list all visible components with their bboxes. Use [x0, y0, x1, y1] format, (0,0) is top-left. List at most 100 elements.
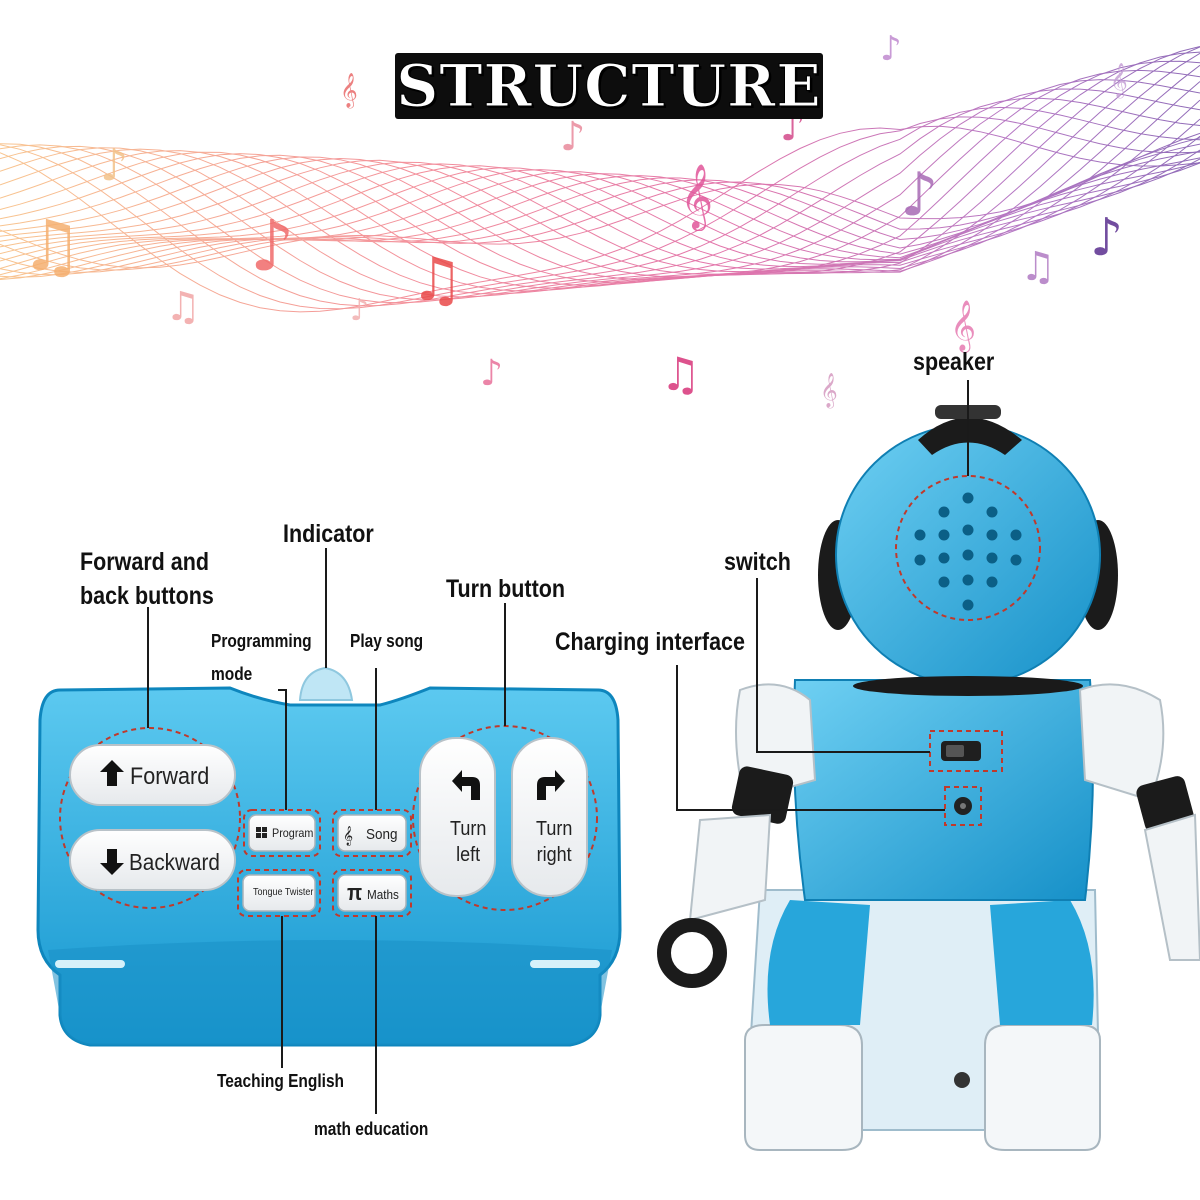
wave-line — [0, 106, 1200, 307]
leader-charging — [676, 665, 945, 811]
music-notes-decoration: ♫♪♫♫𝄞♪♪♫𝄞♪♪♪𝄞♪𝄞♪𝄞♫♪ — [20, 29, 1128, 409]
robot-right-leg-shell — [990, 900, 1094, 1025]
speaker-hole — [1010, 554, 1022, 566]
speaker-hole — [938, 529, 950, 541]
callout-math-education: math education — [314, 1119, 429, 1139]
speaker-hole — [986, 529, 998, 541]
switch-highlight — [929, 730, 1003, 772]
song-button[interactable]: 𝄞 — [332, 809, 412, 857]
wave-line — [0, 132, 1200, 269]
tongue-twister-button[interactable] — [237, 869, 321, 917]
music-note-icon: ♪ — [100, 140, 128, 191]
callout-indicator: Indicator — [283, 520, 374, 548]
music-note-icon: ♪ — [350, 293, 369, 328]
speaker-hole — [938, 506, 950, 518]
turn-right-button-label: Turn right — [536, 818, 573, 866]
wave-line — [0, 137, 1200, 271]
tongue-twister-button-label: Tongue Twister — [253, 887, 314, 898]
music-note-icon: ♪ — [480, 353, 503, 394]
robot — [657, 405, 1200, 1151]
music-note-icon: 𝄞 — [820, 373, 838, 409]
speaker-hole — [962, 574, 974, 586]
remote-control: 𝄞 — [36, 666, 622, 1047]
leader-switch — [756, 578, 930, 753]
maths-button[interactable] — [332, 869, 412, 917]
forward-button-label: Forward — [130, 763, 210, 790]
wave-line — [0, 97, 1200, 304]
program-button[interactable] — [243, 809, 321, 857]
music-note-icon: ♫ — [165, 284, 201, 330]
pi-icon: π — [347, 880, 363, 905]
speaker-hole — [962, 549, 974, 561]
callout-play-song: Play song — [350, 631, 424, 651]
robot-torso — [792, 679, 1095, 901]
robot-right-shoulder — [1078, 683, 1165, 802]
robot-right-forearm — [1143, 813, 1200, 961]
music-note-icon: ♫ — [1020, 244, 1056, 290]
music-note-icon: ♪ — [900, 160, 938, 230]
treble-clef-icon: 𝄞 — [343, 826, 353, 846]
title-banner: STRUCTURE — [395, 52, 823, 121]
wave-line — [0, 99, 1200, 273]
program-button-label: Program — [272, 826, 314, 840]
robot-head-top-cap — [918, 417, 1022, 455]
speaker-hole — [962, 492, 974, 504]
backward-button[interactable] — [69, 829, 236, 891]
maths-button-label: Maths — [367, 887, 399, 902]
power-switch-toggle — [946, 745, 964, 757]
callout-speaker: speaker — [913, 348, 995, 376]
robot-left-leg-shell — [767, 900, 870, 1025]
speaker-hole — [962, 524, 974, 536]
charging-port-pin — [960, 803, 966, 809]
wave-line — [0, 60, 1200, 292]
wave-line — [0, 116, 1200, 310]
arrow-up-icon — [100, 760, 124, 786]
turn-left-button[interactable] — [419, 737, 496, 897]
song-button-label: Song — [366, 826, 398, 843]
robot-neck — [853, 676, 1083, 696]
wave-line — [0, 125, 1200, 313]
callout-teaching-english: Teaching English — [217, 1071, 345, 1091]
music-note-icon: ♪ — [880, 29, 902, 69]
turn-right-button[interactable] — [511, 737, 588, 897]
robot-right-foot — [984, 1024, 1101, 1151]
wave-line — [0, 69, 1200, 295]
callout-forward-back: Forward and back buttons — [80, 548, 214, 610]
wave-line — [0, 52, 1200, 281]
forward-button[interactable] — [69, 744, 236, 806]
music-note-icon: ♪ — [250, 205, 295, 287]
robot-left-forearm — [688, 813, 772, 922]
wave-line — [0, 88, 1200, 301]
leader-program — [278, 689, 287, 810]
charging-highlight — [944, 786, 982, 826]
turn-left-button-label: Turn left — [450, 818, 487, 866]
music-note-icon: ♫ — [660, 347, 701, 401]
music-note-icon: 𝄞 — [680, 164, 713, 231]
callout-switch: switch — [724, 548, 791, 576]
speaker-grille — [914, 492, 1022, 611]
wave-line — [0, 79, 1200, 298]
music-note-icon: 𝄞 — [1110, 63, 1128, 99]
robot-right-elbow — [1136, 776, 1194, 832]
callout-programming-mode: Programming mode — [211, 631, 312, 684]
speaker-hole — [986, 506, 998, 518]
program-icon — [256, 827, 267, 838]
remote-highlight-right — [530, 960, 600, 968]
backward-button-label: Backward — [129, 849, 220, 875]
robot-base-port — [954, 1072, 970, 1088]
arrow-down-icon — [100, 849, 124, 875]
wave-line — [0, 81, 1200, 275]
speaker-hole — [938, 576, 950, 588]
robot-left-hand — [657, 918, 727, 988]
indicator-light — [298, 666, 354, 701]
robot-left-foot — [744, 1024, 863, 1151]
callout-turn-button: Turn button — [446, 575, 566, 603]
speaker-hole — [938, 552, 950, 564]
speaker-hole — [986, 552, 998, 564]
wave-line — [0, 149, 1200, 269]
speaker-hole — [1010, 529, 1022, 541]
speaker-hole — [914, 529, 926, 541]
speaker-highlight — [895, 475, 1041, 621]
wave-line — [0, 118, 1200, 270]
